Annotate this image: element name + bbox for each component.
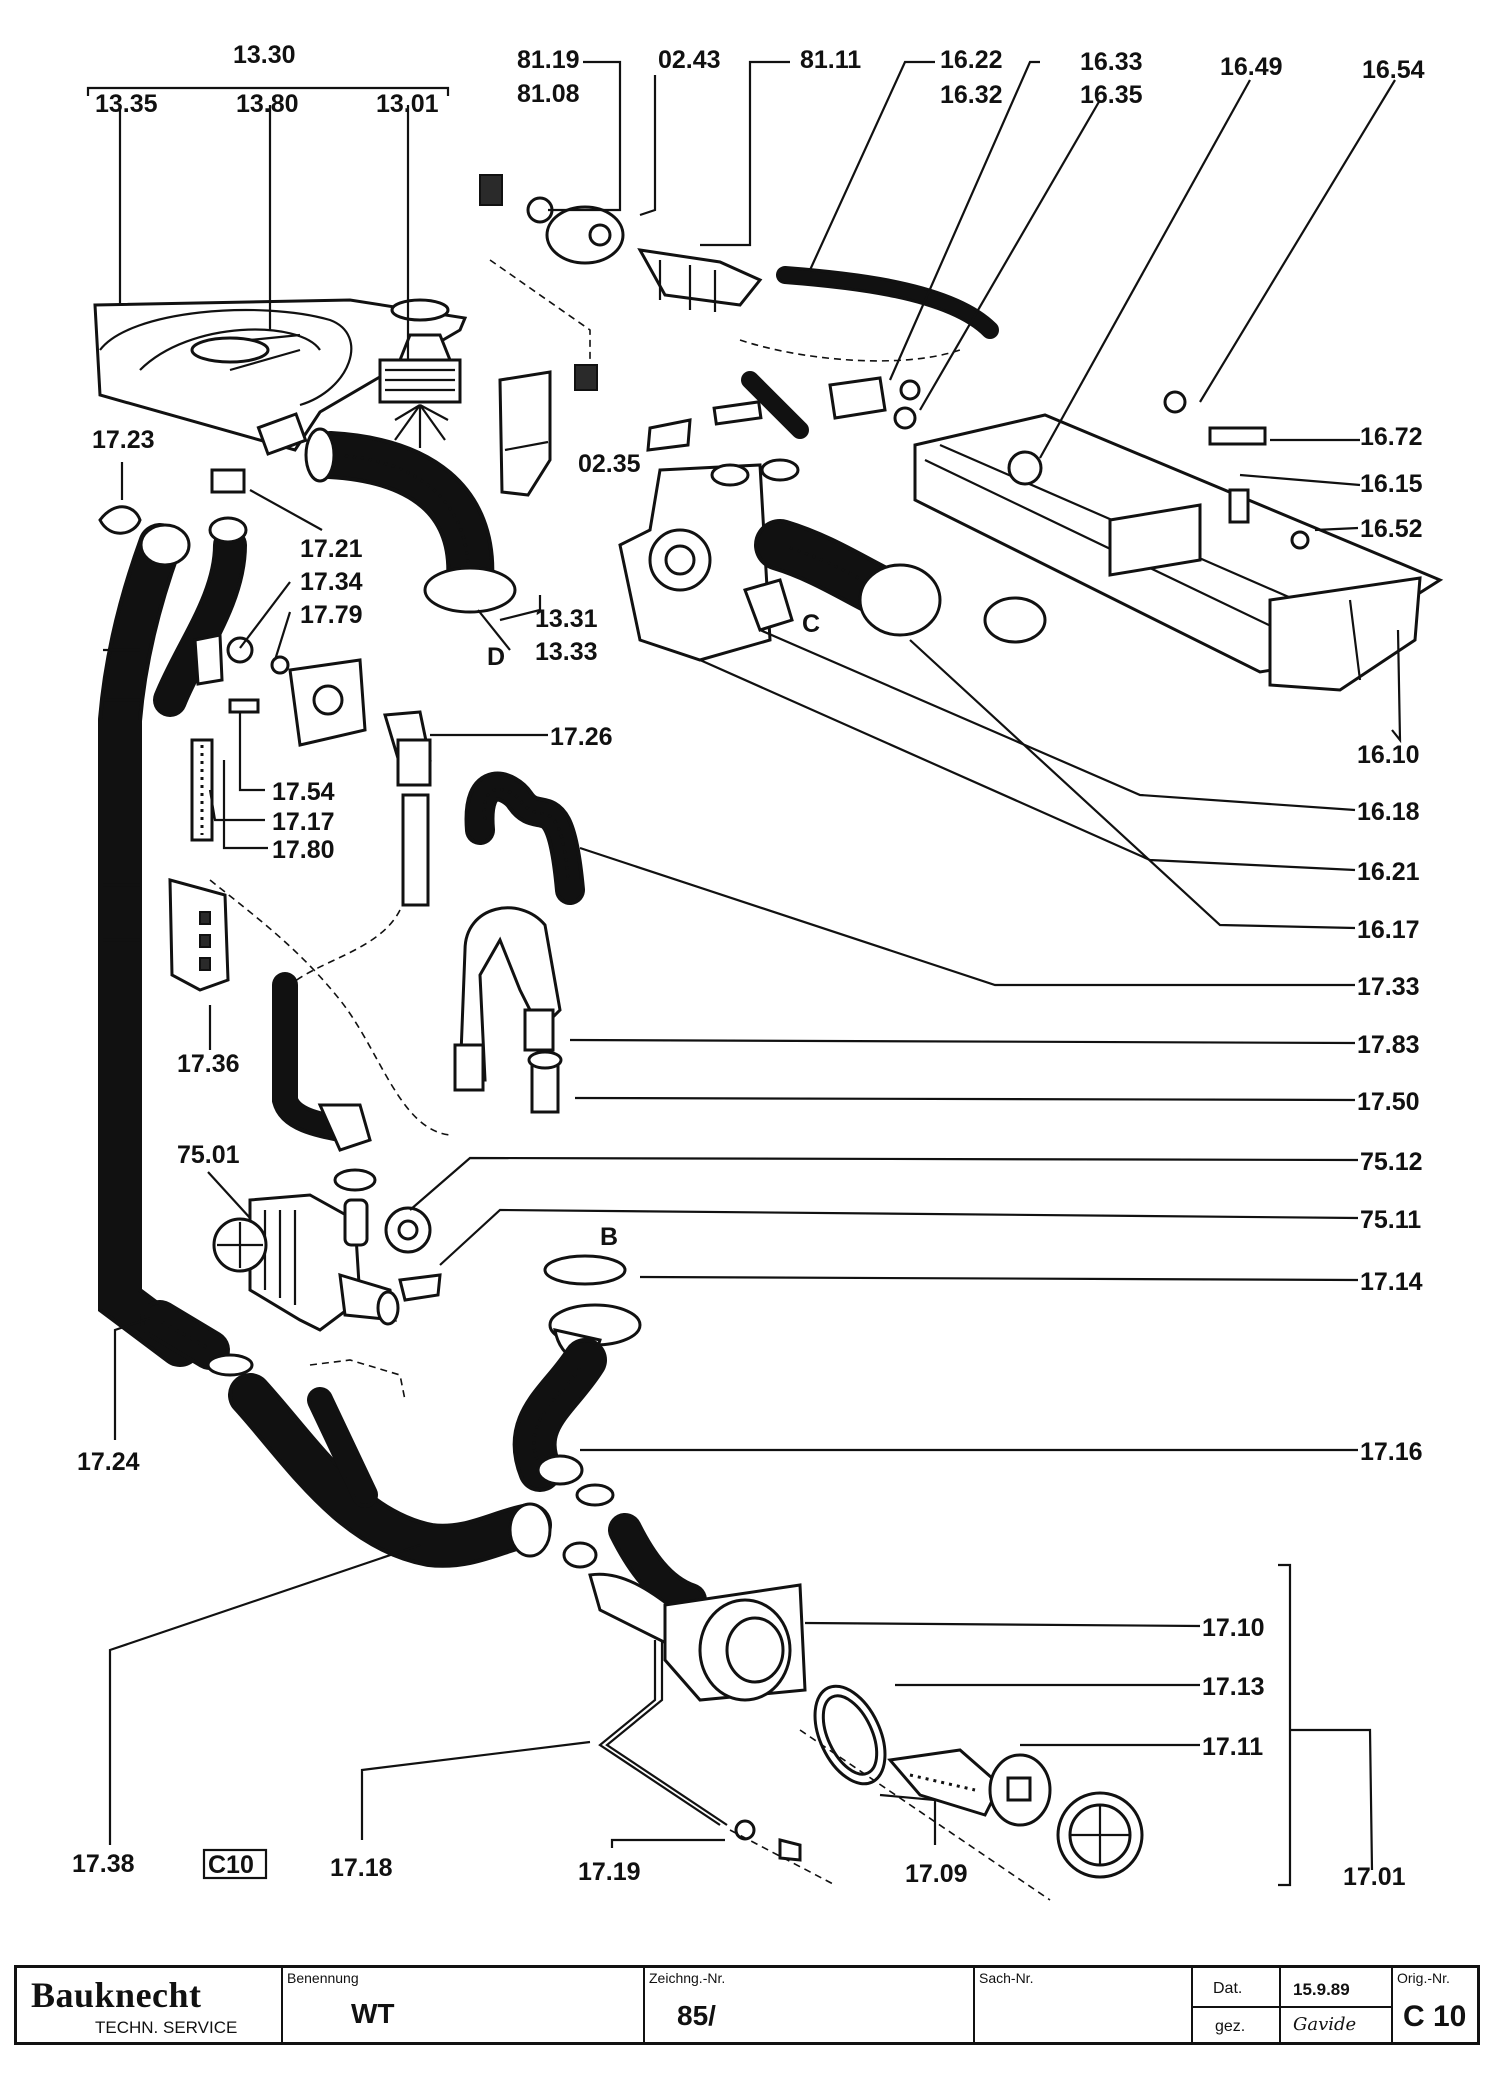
label-17-01: 17.01 [1343, 1863, 1406, 1891]
valve-assembly [479, 174, 763, 391]
fan-housing-13-35 [93, 298, 468, 456]
label-16-54: 16.54 [1362, 56, 1425, 84]
label-17-14: 17.14 [1360, 1268, 1423, 1296]
label-17-18: 17.18 [330, 1854, 393, 1882]
label-81-11: 81.11 [800, 46, 861, 74]
label-13-30: 13.30 [233, 41, 296, 69]
benennung-caption: Benennung [287, 1970, 359, 1986]
label-C10: C10 [208, 1851, 254, 1879]
label-17-09: 17.09 [905, 1860, 968, 1888]
label-17-80: 17.80 [272, 836, 335, 864]
label-13-35: 13.35 [95, 90, 158, 118]
label-17-36: 17.36 [177, 1050, 240, 1078]
small-fittings [190, 633, 432, 907]
date-cell: 15.9.89 Gavide [1281, 1968, 1393, 2042]
label-16-17: 16.17 [1357, 916, 1420, 944]
label-16-10: 16.10 [1357, 741, 1420, 769]
label-17-34: 17.34 [300, 568, 363, 596]
label-16-22: 16.22 [940, 46, 1003, 74]
label-C: C [802, 610, 820, 638]
duct-hose-13-33 [304, 427, 517, 614]
label-02-35: 02.35 [578, 450, 641, 478]
zeichng-value: 85/ [677, 2000, 716, 2031]
condenser-tray-16-15 [913, 390, 1444, 692]
bracket-17-36 [168, 878, 230, 992]
label-16-18: 16.18 [1357, 798, 1420, 826]
drain-pump-75-01 [212, 1193, 442, 1332]
title-block: Bauknecht TECHN. SERVICE Benennung WT Ze… [14, 1965, 1480, 2045]
brand-subtitle: TECHN. SERVICE [95, 2018, 238, 2037]
date-value: 15.9.89 [1293, 1980, 1350, 1999]
label-13-01: 13.01 [376, 90, 439, 118]
part-labels: 13.30 13.35 13.80 13.01 81.19 81.08 02.4… [72, 41, 1425, 1891]
bracket-13-31 [498, 370, 552, 497]
drain-column-hoses [98, 468, 248, 1367]
benennung-value: WT [351, 1998, 395, 2029]
brand-cell: Bauknecht TECHN. SERVICE [17, 1968, 283, 2042]
label-75-12: 75.12 [1360, 1148, 1423, 1176]
label-17-10: 17.10 [1202, 1614, 1265, 1642]
label-17-13: 17.13 [1202, 1673, 1265, 1701]
label-17-17: 17.17 [272, 808, 335, 836]
label-17-33: 17.33 [1357, 973, 1420, 1001]
sach-caption: Sach-Nr. [979, 1970, 1034, 1986]
gez-caption: gez. [1215, 2018, 1246, 2035]
label-17-83: 17.83 [1357, 1031, 1420, 1059]
benennung-cell: Benennung WT [283, 1968, 645, 2042]
orig-cell: Orig.-Nr. C 10 [1393, 1968, 1477, 2042]
label-16-21: 16.21 [1357, 858, 1420, 886]
label-B: B [600, 1223, 618, 1251]
brand-logo: Bauknecht [31, 1975, 202, 2015]
label-17-11: 17.11 [1202, 1733, 1263, 1761]
sump-hose-17-16 [512, 1254, 642, 1507]
supply-hoses [646, 266, 999, 452]
label-D: D [487, 643, 505, 671]
label-17-23: 17.23 [92, 426, 155, 454]
label-81-08: 81.08 [517, 80, 580, 108]
drain-elbow [209, 879, 451, 1192]
label-75-11: 75.11 [1360, 1206, 1421, 1234]
label-17-16: 17.16 [1360, 1438, 1423, 1466]
label-75-01: 75.01 [177, 1141, 240, 1169]
label-17-24: 17.24 [77, 1448, 140, 1476]
label-13-33: 13.33 [535, 638, 598, 666]
label-13-80: 13.80 [236, 90, 299, 118]
date-divider [1281, 2006, 1391, 2008]
label-17-21: 17.21 [300, 535, 363, 563]
main-drain-hose-17-38 [140, 1300, 598, 1569]
label-02-43: 02.43 [658, 46, 721, 74]
sach-cell: Sach-Nr. [975, 1968, 1193, 2042]
label-17-50: 17.50 [1357, 1088, 1420, 1116]
label-81-19: 81.19 [517, 46, 580, 74]
water-container-16-21 [618, 458, 1047, 662]
label-17-54: 17.54 [272, 778, 335, 806]
label-16-49: 16.49 [1220, 53, 1283, 81]
label-16-35: 16.35 [1080, 81, 1143, 109]
gez-signature: Gavide [1293, 2014, 1357, 2035]
label-16-15: 16.15 [1360, 470, 1423, 498]
motor-13-01 [378, 333, 462, 448]
orig-value: C 10 [1403, 2000, 1467, 2033]
zeichng-cell: Zeichng.-Nr. 85/ [645, 1968, 975, 2042]
rod-17-18 [598, 1640, 836, 1886]
dat-divider [1193, 2006, 1279, 2008]
label-16-33: 16.33 [1080, 48, 1143, 76]
label-17-19: 17.19 [578, 1858, 641, 1886]
label-17-79: 17.79 [300, 601, 363, 629]
label-13-31: 13.31 [535, 605, 598, 633]
leader-lines [86, 60, 1402, 1887]
exploded-parts-diagram: 13.30 13.35 13.80 13.01 81.19 81.08 02.4… [72, 41, 1444, 1901]
label-C10-box [202, 1848, 268, 1880]
label-16-52: 16.52 [1360, 515, 1423, 543]
orig-caption: Orig.-Nr. [1397, 1970, 1450, 1986]
dat-caption: Dat. [1213, 1980, 1243, 1997]
label-17-38: 17.38 [72, 1850, 135, 1878]
label-16-72: 16.72 [1360, 423, 1423, 451]
label-16-32: 16.32 [940, 81, 1003, 109]
zeichng-caption: Zeichng.-Nr. [649, 1970, 726, 1986]
filter-housing-17-10 [588, 1513, 1144, 1901]
hose-loop-17-33 [453, 771, 585, 1114]
dat-cell: Dat. gez. [1193, 1968, 1281, 2042]
label-17-26: 17.26 [550, 723, 613, 751]
